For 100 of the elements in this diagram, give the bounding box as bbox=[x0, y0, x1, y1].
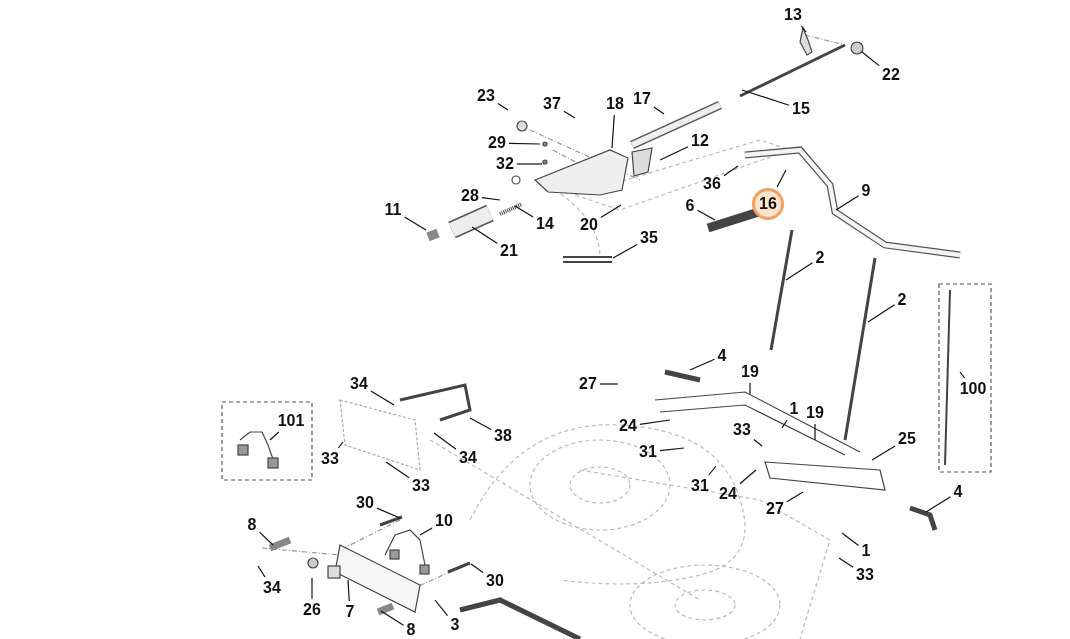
leader-line bbox=[753, 438, 763, 447]
callout-number: 6 bbox=[683, 196, 697, 216]
leader-line bbox=[781, 419, 788, 429]
callout-number: 25 bbox=[896, 429, 918, 449]
callout-number: 30 bbox=[484, 571, 506, 591]
callout-number: 21 bbox=[498, 241, 520, 261]
leader-line bbox=[508, 142, 541, 145]
leader-line bbox=[514, 205, 534, 218]
leader-line bbox=[347, 579, 350, 602]
leader-line bbox=[470, 563, 484, 574]
callout-number: 23 bbox=[475, 86, 497, 106]
leader-line bbox=[434, 599, 449, 617]
leader-line bbox=[659, 447, 685, 452]
leader-line bbox=[599, 383, 619, 385]
leader-line bbox=[258, 531, 274, 546]
leader-line bbox=[835, 195, 860, 211]
leader-line bbox=[689, 358, 716, 371]
callout-number: 101 bbox=[275, 411, 307, 431]
leader-line bbox=[419, 527, 433, 536]
callout-number: 18 bbox=[604, 94, 626, 114]
callout-number: 30 bbox=[354, 493, 376, 513]
leader-line bbox=[481, 197, 501, 201]
leader-line bbox=[257, 565, 266, 578]
callout-number: 32 bbox=[494, 154, 516, 174]
leader-line bbox=[311, 577, 313, 600]
callout-number: 19 bbox=[739, 362, 761, 382]
leader-line bbox=[749, 382, 751, 395]
callout-number: 2 bbox=[813, 248, 827, 268]
leader-line bbox=[612, 244, 638, 259]
callout-number: 10 bbox=[433, 511, 455, 531]
callout-number: 7 bbox=[343, 602, 357, 622]
leader-line bbox=[385, 461, 410, 479]
leader-line bbox=[471, 226, 498, 244]
leader-line bbox=[376, 507, 401, 519]
callout-number: 19 bbox=[804, 403, 826, 423]
callout-number: 33 bbox=[319, 449, 341, 469]
callout-number: 26 bbox=[301, 600, 323, 620]
leader-line bbox=[433, 432, 457, 450]
leader-line bbox=[659, 146, 689, 161]
leader-line bbox=[696, 209, 716, 221]
callout-number: 36 bbox=[701, 174, 723, 194]
callout-number: 1 bbox=[787, 399, 801, 419]
callout-number: 12 bbox=[689, 131, 711, 151]
leader-line bbox=[469, 417, 492, 431]
callout-number: 8 bbox=[404, 620, 418, 639]
leader-line bbox=[563, 110, 576, 119]
leader-line bbox=[786, 491, 804, 503]
leader-line bbox=[925, 496, 952, 513]
callout-number: 8 bbox=[245, 515, 259, 535]
callout-number: 35 bbox=[638, 228, 660, 248]
callout-number: 15 bbox=[790, 99, 812, 119]
callout-number: 33 bbox=[854, 565, 876, 585]
callout-number: 17 bbox=[631, 89, 653, 109]
leader-line bbox=[739, 469, 757, 485]
callout-number: 28 bbox=[459, 186, 481, 206]
leader-line bbox=[841, 532, 860, 546]
callout-number: 34 bbox=[348, 374, 370, 394]
callout-number: 29 bbox=[486, 133, 508, 153]
leader-line bbox=[800, 25, 807, 33]
leader-line bbox=[785, 262, 814, 281]
callout-number: 20 bbox=[578, 215, 600, 235]
leader-line bbox=[380, 610, 405, 626]
leader-line bbox=[600, 204, 622, 219]
leader-line bbox=[611, 114, 615, 149]
leader-line bbox=[516, 163, 543, 165]
callout-number: 24 bbox=[717, 484, 739, 504]
callout-number: 11 bbox=[382, 200, 404, 220]
leader-line bbox=[861, 51, 880, 67]
leader-line bbox=[741, 89, 790, 106]
callout-number: 13 bbox=[782, 5, 804, 25]
leader-line bbox=[838, 557, 854, 568]
callout-number: 9 bbox=[859, 181, 873, 201]
callout-number: 4 bbox=[951, 482, 965, 502]
callout-number: 100 bbox=[957, 379, 989, 399]
callout-number: 27 bbox=[577, 374, 599, 394]
callout-number: 16 bbox=[752, 188, 784, 220]
callout-number: 2 bbox=[895, 290, 909, 310]
callout-number: 3 bbox=[448, 615, 462, 635]
callout-number: 27 bbox=[764, 499, 786, 519]
callout-number: 14 bbox=[534, 214, 556, 234]
leader-line bbox=[337, 441, 344, 449]
leader-line bbox=[370, 390, 395, 406]
callout-number: 34 bbox=[457, 448, 479, 468]
leader-line bbox=[708, 465, 717, 476]
leader-line bbox=[814, 423, 816, 441]
leader-line bbox=[867, 304, 896, 323]
leader-line bbox=[269, 431, 280, 441]
leader-line bbox=[403, 216, 427, 231]
callout-number: 1 bbox=[859, 541, 873, 561]
leader-line bbox=[723, 165, 739, 177]
leader-line bbox=[497, 103, 509, 111]
callout-number: 34 bbox=[261, 578, 283, 598]
callout-number: 24 bbox=[617, 416, 639, 436]
callout-number: 4 bbox=[715, 346, 729, 366]
callout-number: 37 bbox=[541, 94, 563, 114]
callout-number: 33 bbox=[410, 476, 432, 496]
leader-line bbox=[776, 169, 787, 188]
leader-line bbox=[639, 419, 671, 425]
callout-number: 31 bbox=[689, 476, 711, 496]
callout-number: 33 bbox=[731, 420, 753, 440]
